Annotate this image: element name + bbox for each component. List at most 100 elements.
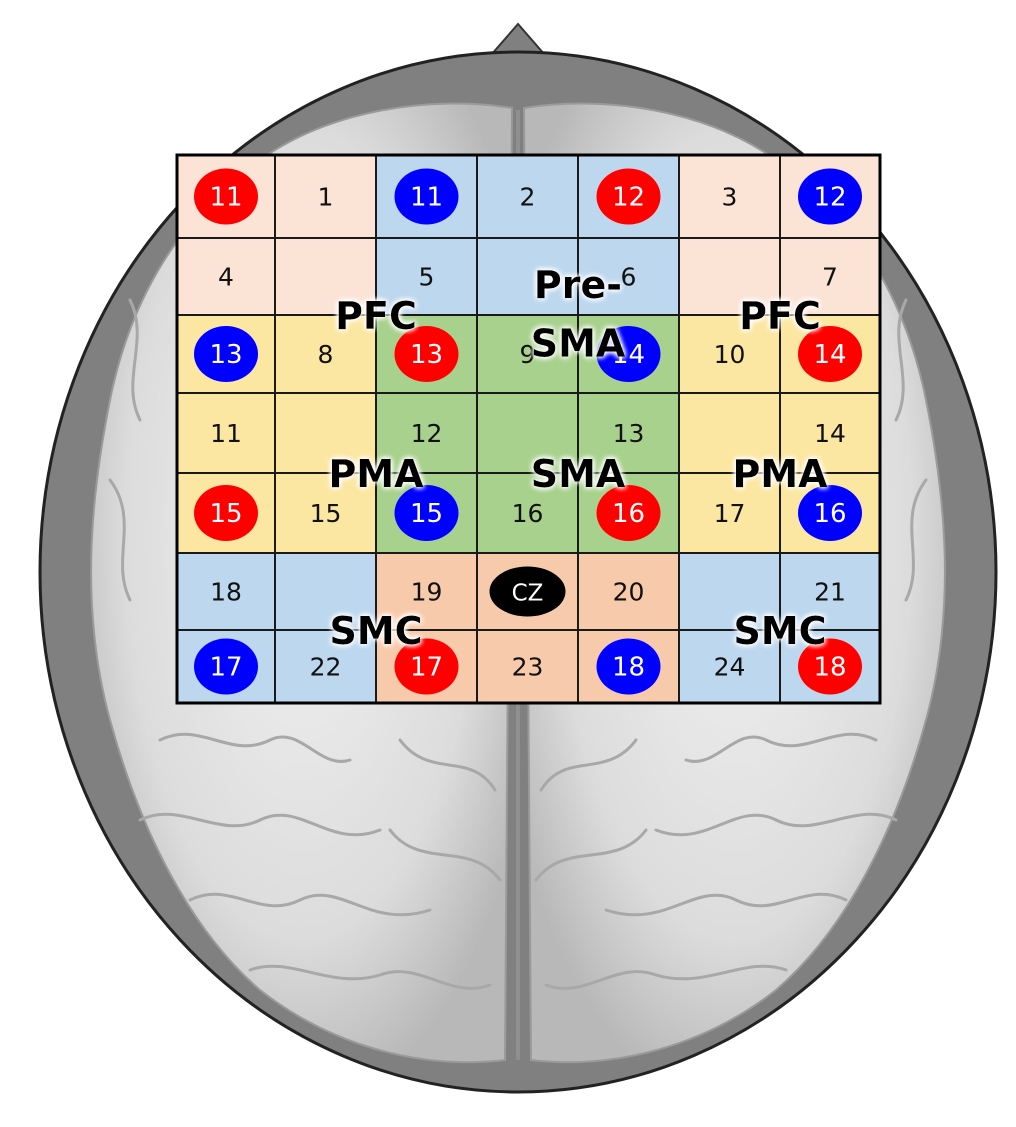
optode-label: 18	[612, 653, 645, 683]
grid-cell-presma: 2	[476, 154, 579, 239]
optode-label: 11	[209, 183, 242, 213]
channel-number: 6	[621, 263, 637, 292]
grid-cell-pma: 11	[176, 392, 276, 474]
detector-optode	[394, 485, 459, 541]
grid-cell-pfc: 11	[176, 154, 276, 239]
grid-cell-pma: 14	[779, 392, 881, 474]
optode-label: 13	[410, 340, 443, 370]
source-optode	[394, 326, 459, 382]
region-label: PFC	[739, 294, 821, 338]
optode-label: 12	[813, 183, 846, 213]
grid-cell-smc: 18	[176, 552, 276, 631]
channel-number: 10	[714, 340, 746, 369]
detector-optode	[798, 168, 862, 225]
grid-cell-sma: 9	[476, 314, 579, 394]
grid-cell-smc: 21	[779, 552, 881, 631]
grid-cell-pma	[678, 392, 781, 474]
grid-cell-pma: 13	[176, 314, 276, 394]
optode-label: 14	[813, 340, 846, 370]
optode-label: 17	[209, 653, 242, 683]
grid-cell-presma: 6	[577, 237, 680, 316]
optode-label: 16	[813, 499, 846, 529]
channel-number: 21	[814, 578, 846, 607]
region-label: PMA	[732, 452, 828, 496]
channel-number: 16	[512, 499, 544, 528]
optode-label: 12	[612, 183, 645, 213]
cell-background	[274, 392, 377, 474]
grid-cell-pma	[274, 392, 377, 474]
grid-cell-pfc: 7	[779, 237, 881, 316]
grid-cell-sma: 16	[577, 472, 680, 554]
cell-background	[678, 392, 781, 474]
channel-number: 22	[310, 653, 342, 682]
source-optode	[194, 168, 258, 225]
channel-number: 14	[814, 419, 846, 448]
optode-label: 18	[813, 653, 846, 683]
channel-number: 3	[722, 183, 738, 212]
grid-cell-sma: 15	[375, 472, 478, 554]
cell-background	[274, 552, 377, 631]
grid-cell-sma: 14	[577, 314, 680, 394]
source-optode	[596, 168, 661, 225]
grid-cell-pma: 17	[678, 472, 781, 554]
channel-number: 11	[210, 419, 242, 448]
optode-label: 16	[612, 499, 645, 529]
brain-gyri	[108, 298, 928, 990]
cell-background	[476, 472, 579, 554]
grid-cell-pfc: 4	[176, 237, 276, 316]
optode-label: 14	[612, 340, 645, 370]
source-optode	[798, 638, 862, 695]
optode-label: 17	[410, 653, 443, 683]
grid-cell-presma	[476, 237, 579, 316]
channel-number: 2	[520, 183, 536, 212]
grid-cell-m1: 18	[577, 629, 680, 704]
grid-border	[175, 153, 882, 705]
grid-cell-m1: 17	[375, 629, 478, 704]
grid-cell-sma: 13	[375, 314, 478, 394]
grid-cell-sma: 16	[476, 472, 579, 554]
grid-cell-m1: 23	[476, 629, 579, 704]
grid-cell-sma: 12	[375, 392, 478, 474]
grid-cell-pma: 16	[779, 472, 881, 554]
grid-cell-presma: 12	[577, 154, 680, 239]
channel-number: 24	[714, 653, 746, 682]
region-label: SMA	[531, 452, 626, 496]
region-label: Pre-	[534, 263, 622, 307]
cell-background	[274, 154, 377, 239]
detector-optode	[798, 485, 862, 541]
grid-cell-m1: 20	[577, 552, 680, 631]
grid-cell-pma: 15	[176, 472, 276, 554]
detector-optode	[596, 638, 661, 695]
channel-number: 4	[218, 263, 234, 292]
channel-number: 8	[318, 340, 334, 369]
cell-background	[476, 314, 579, 394]
channel-number: 23	[512, 653, 544, 682]
optode-label: 11	[410, 183, 443, 213]
optode-label: 13	[209, 340, 242, 370]
cell-background	[375, 237, 478, 316]
optode-label: 15	[209, 499, 242, 529]
detector-optode	[394, 168, 459, 225]
grid-cell-smc	[678, 552, 781, 631]
region-label: SMC	[329, 609, 422, 653]
source-optode	[798, 326, 862, 382]
grid-cell-smc	[274, 552, 377, 631]
channel-number: 13	[613, 419, 645, 448]
grid-cell-presma: 5	[375, 237, 478, 316]
cell-background	[678, 552, 781, 631]
cell-background	[678, 237, 781, 316]
optode-label: 15	[410, 499, 443, 529]
grid-cell-smc: 17	[176, 629, 276, 704]
region-label: SMC	[733, 609, 826, 653]
grid-cell-pfc	[274, 237, 377, 316]
channel-number: 1	[318, 183, 334, 212]
cell-background	[476, 154, 579, 239]
detector-optode	[194, 326, 258, 382]
cell-background	[678, 472, 781, 554]
grid-cell-pfc: 1	[274, 154, 377, 239]
channel-number: 7	[822, 263, 838, 292]
region-label: SMA	[531, 321, 626, 365]
detector-optode	[194, 638, 258, 695]
cell-background	[476, 237, 579, 316]
